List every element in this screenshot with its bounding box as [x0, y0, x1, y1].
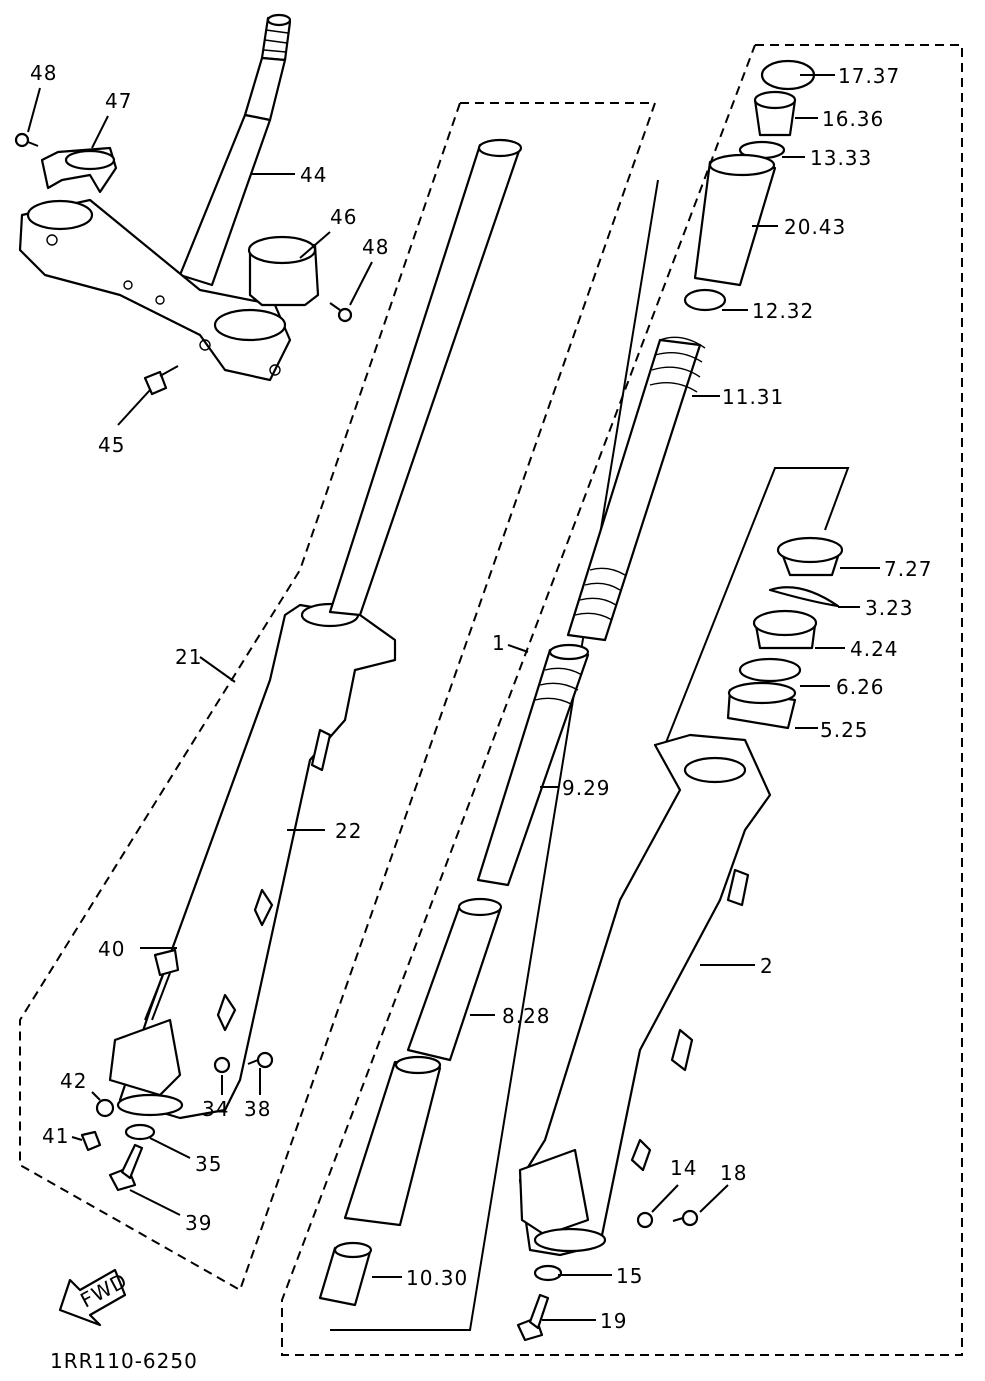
small-bolt-48-left [14, 132, 39, 148]
callout-11-31: 11.31 [722, 385, 784, 409]
left-outer-tube [108, 602, 397, 1120]
oil-seal-4 [752, 609, 818, 650]
callout-15: 15 [616, 1264, 643, 1288]
bolt-19 [516, 1293, 550, 1342]
cap-bolt-16 [753, 90, 797, 137]
callout-12-32: 12.32 [752, 299, 814, 323]
callout-9-29: 9.29 [562, 776, 611, 800]
washer-34 [213, 1056, 231, 1074]
callout-21: 21 [175, 645, 202, 669]
bolt-38 [247, 1051, 274, 1069]
under-bracket [18, 198, 292, 382]
stem-bearing-cover [40, 146, 118, 194]
callout-19: 19 [600, 1309, 627, 1333]
washer-15 [533, 1264, 563, 1282]
nut-42 [95, 1098, 115, 1118]
callout-4-24: 4.24 [850, 637, 899, 661]
callout-48-top: 48 [30, 61, 57, 85]
left-fork-group-outline [19, 102, 657, 1292]
callout-39: 39 [185, 1211, 212, 1235]
callout-45: 45 [98, 433, 125, 457]
right-fork-group-outline [281, 44, 963, 1356]
callout-13-33: 13.33 [810, 146, 872, 170]
callout-2: 2 [760, 954, 774, 978]
callout-46: 46 [330, 205, 357, 229]
right-outer-tube [518, 733, 772, 1257]
callout-14: 14 [670, 1156, 697, 1180]
seat-12 [683, 288, 727, 312]
leader-lines [27, 74, 880, 1321]
damper-rod [476, 643, 590, 887]
callout-47: 47 [105, 89, 132, 113]
callout-38: 38 [244, 1097, 271, 1121]
callout-48-right: 48 [362, 235, 389, 259]
spacer-20 [693, 153, 777, 287]
callout-41: 41 [42, 1124, 69, 1148]
callout-labels: 48 47 44 46 48 45 21 22 1 9.29 8.28 10.3… [30, 61, 933, 1333]
callout-42: 42 [60, 1069, 87, 1093]
stem-bearing [247, 235, 320, 307]
nut-41 [80, 1130, 102, 1152]
washer-14 [636, 1211, 654, 1229]
callout-16-36: 16.36 [822, 107, 884, 131]
bolt-18 [672, 1209, 699, 1227]
callout-10-30: 10.30 [406, 1266, 468, 1290]
callout-17-37: 17.37 [838, 64, 900, 88]
small-bolt-48-right [329, 302, 353, 323]
bushing-5 [726, 681, 797, 730]
callout-20-43: 20.43 [784, 215, 846, 239]
callout-5-25: 5.25 [820, 718, 869, 742]
pinch-bolt-45 [143, 365, 179, 396]
cylinder-10 [318, 1055, 442, 1307]
callout-18: 18 [720, 1161, 747, 1185]
washer-35 [124, 1123, 156, 1141]
callout-1: 1 [492, 631, 506, 655]
fwd-arrow-icon: FWD [58, 1268, 132, 1327]
callout-34: 34 [202, 1097, 229, 1121]
diagram-code: 1RR110-6250 [50, 1349, 198, 1373]
callout-35: 35 [195, 1152, 222, 1176]
washer-6 [738, 657, 802, 683]
seal-group-bracket [664, 467, 850, 746]
steering-stem [178, 13, 292, 287]
callout-40: 40 [98, 937, 125, 961]
callout-6-26: 6.26 [836, 675, 885, 699]
damper-rod-spring [566, 336, 706, 642]
dust-seal-7 [776, 536, 844, 577]
inner-tube-8 [406, 897, 503, 1062]
left-inner-tube [328, 138, 523, 617]
callout-7-27: 7.27 [884, 557, 933, 581]
clip-3 [768, 586, 840, 608]
bolt-39 [108, 1143, 144, 1192]
callout-22: 22 [335, 819, 362, 843]
callout-3-23: 3.23 [865, 596, 914, 620]
bolt-40 [144, 948, 180, 1021]
callout-8-28: 8.28 [502, 1004, 551, 1028]
callout-44: 44 [300, 163, 327, 187]
